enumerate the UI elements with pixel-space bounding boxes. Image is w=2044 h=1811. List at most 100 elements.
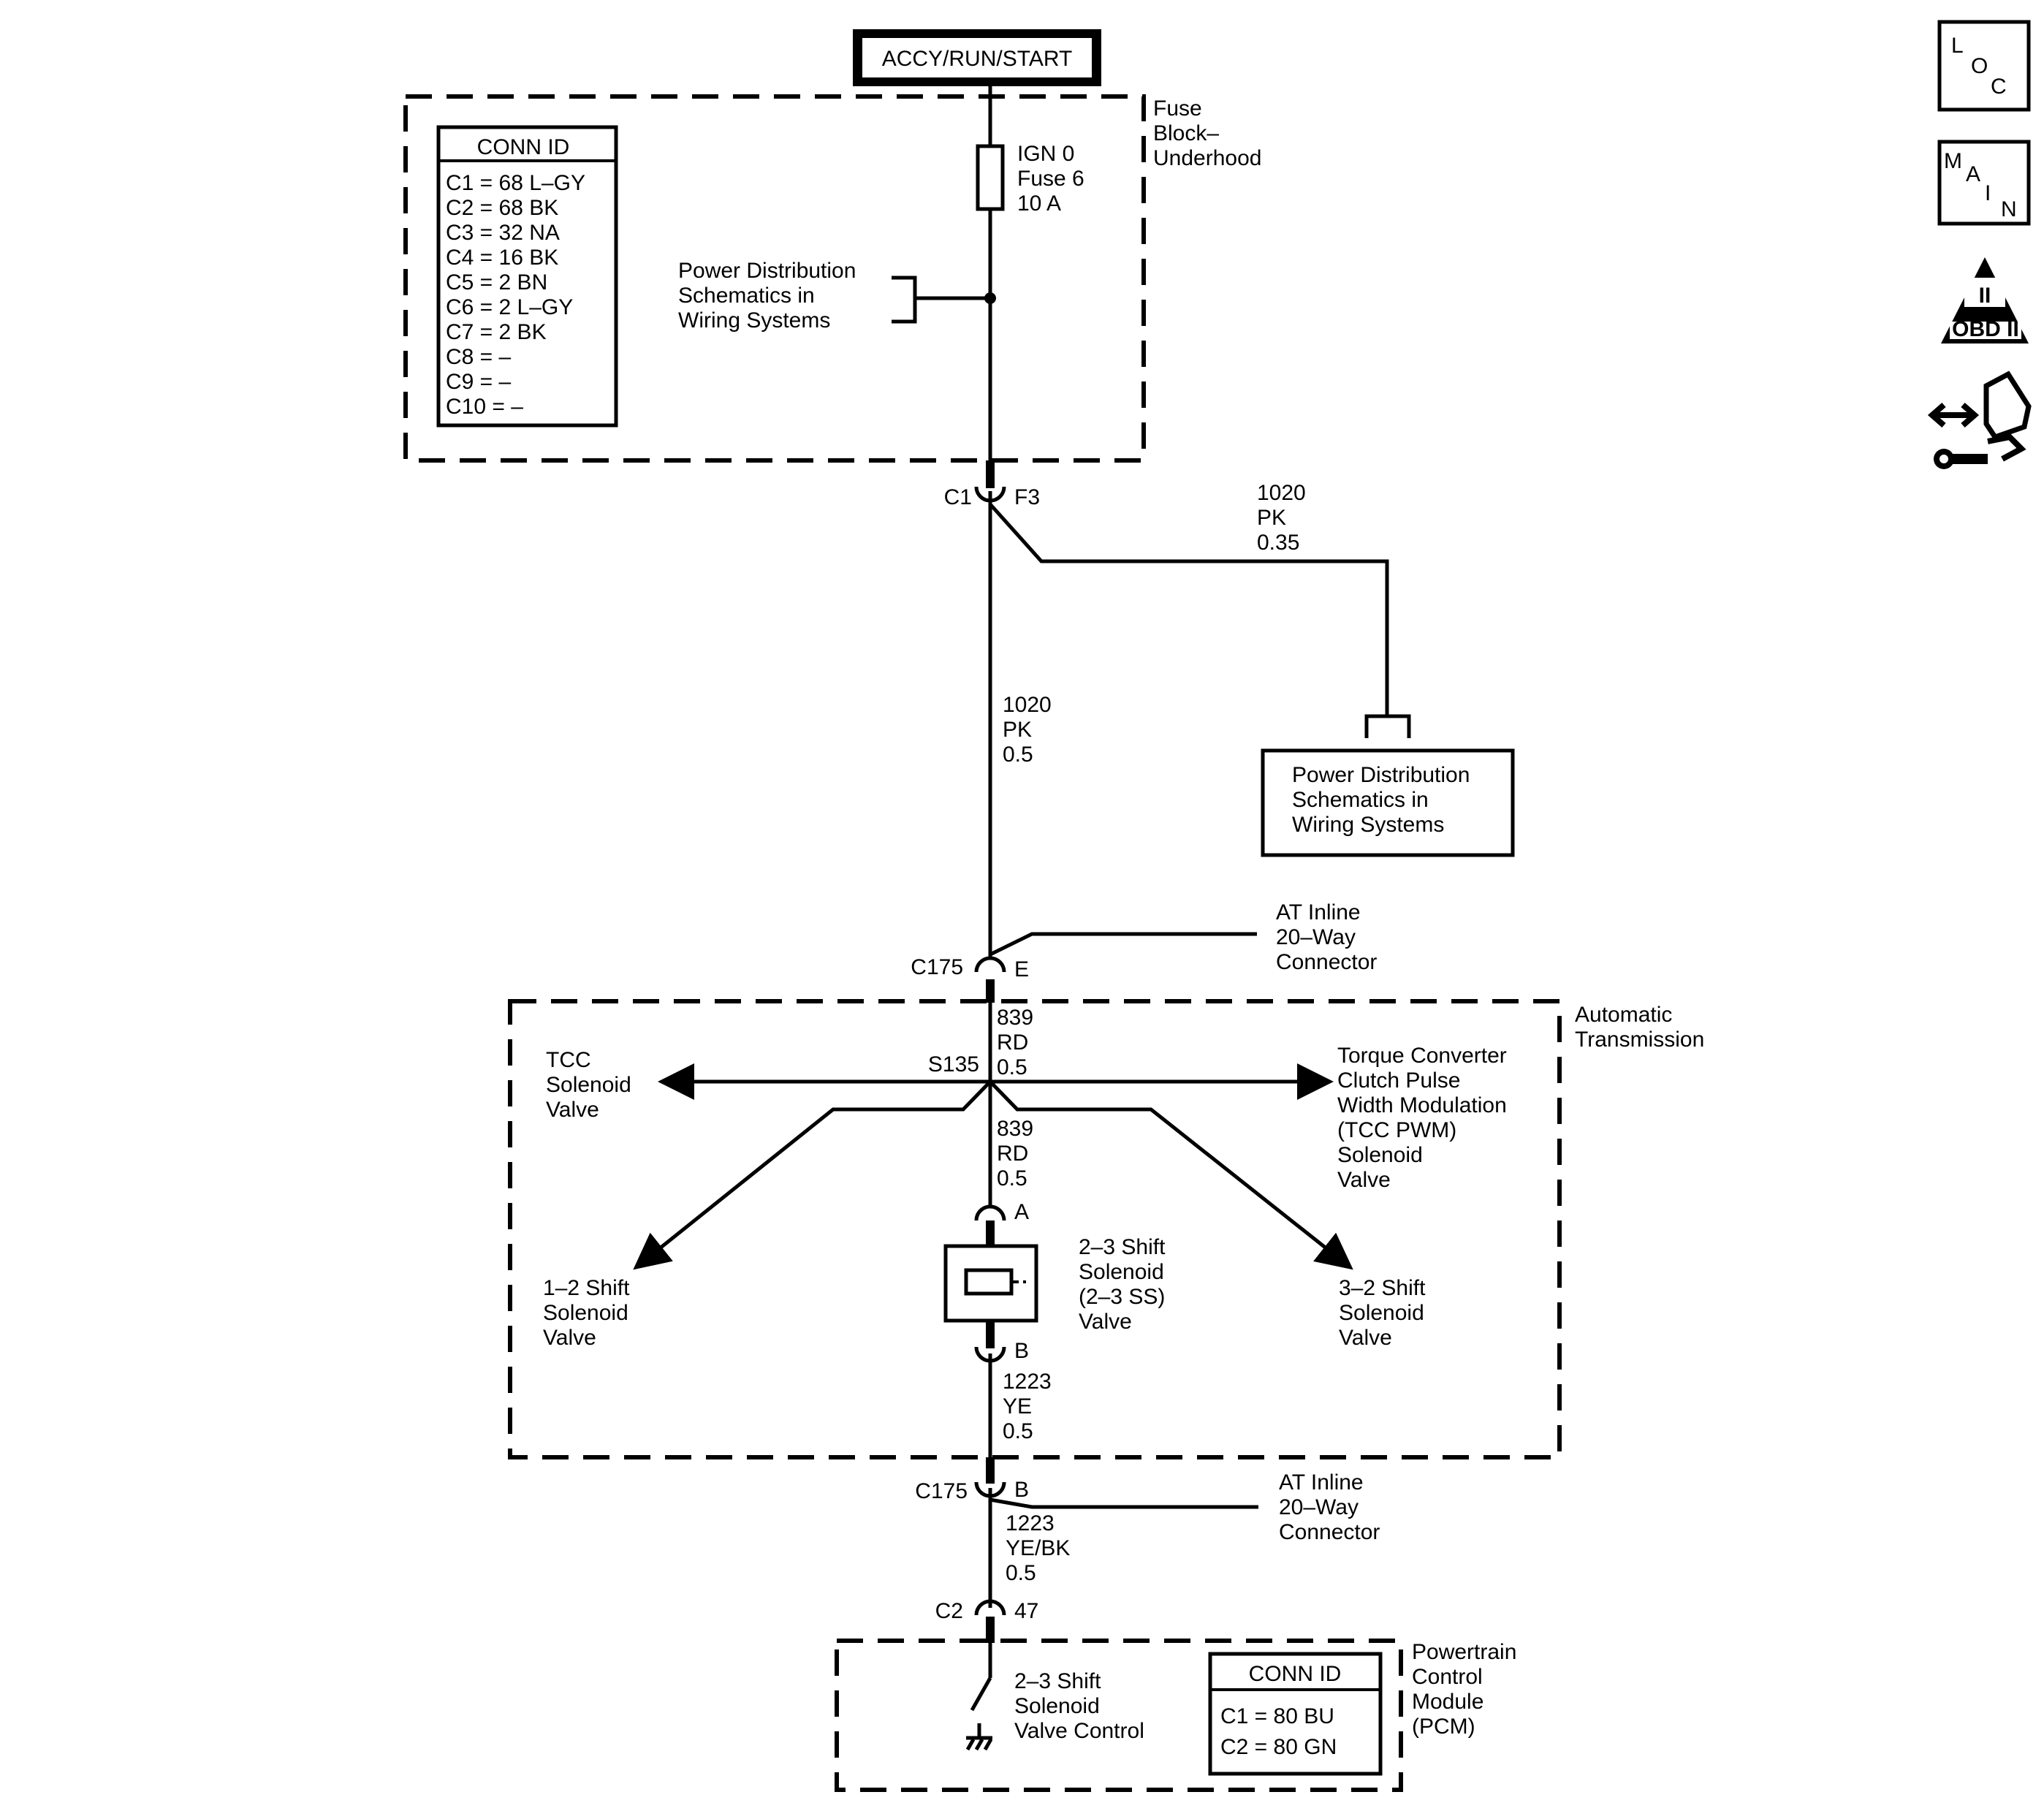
svg-text:Solenoid: Solenoid: [1079, 1260, 1164, 1284]
svg-text:Solenoid: Solenoid: [1339, 1301, 1424, 1325]
main-icon[interactable]: M A I N: [1937, 140, 2031, 226]
shift-32-label: 3–2 Shift Solenoid Valve: [1339, 1276, 1426, 1350]
svg-text:Automatic: Automatic: [1575, 1003, 1672, 1027]
svg-text:PK: PK: [1257, 506, 1286, 530]
automatic-transmission-name: Automatic Transmission: [1575, 1003, 1704, 1052]
at-inline-bottom-leader: [989, 1497, 1258, 1509]
svg-text:Solenoid: Solenoid: [1337, 1143, 1423, 1167]
svg-text:Valve: Valve: [546, 1098, 599, 1122]
svg-text:0.5: 0.5: [1003, 1419, 1033, 1443]
shift-12-arrow: [633, 1080, 992, 1270]
svg-text:0.5: 0.5: [997, 1055, 1027, 1079]
power-dist-connector: [1364, 714, 1411, 738]
wire-839-lower-label: 839 RD 0.5: [997, 1117, 1033, 1191]
pin-a-symbol: [974, 1204, 1006, 1221]
shift-23-label: 2–3 Shift Solenoid (2–3 SS) Valve: [1079, 1235, 1166, 1334]
svg-text:Torque Converter: Torque Converter: [1337, 1044, 1507, 1068]
svg-text:YE/BK: YE/BK: [1006, 1536, 1070, 1560]
svg-text:0.5: 0.5: [1006, 1561, 1036, 1585]
svg-text:10 A: 10 A: [1017, 191, 1061, 216]
svg-text:(TCC PWM): (TCC PWM): [1337, 1118, 1456, 1142]
pcm-name: Powertrain Control Module (PCM): [1412, 1640, 1516, 1739]
svg-text:Valve Control: Valve Control: [1014, 1719, 1144, 1743]
conn-id-row: C8 = –: [446, 345, 512, 369]
power-distribution-box: Power Distribution Schematics in Wiring …: [1261, 748, 1515, 857]
pcm-conn-id-row: C2 = 80 GN: [1220, 1735, 1337, 1759]
svg-text:M: M: [1944, 149, 1962, 173]
svg-text:20–Way: 20–Way: [1279, 1495, 1359, 1519]
svg-text:Block–: Block–: [1153, 121, 1219, 145]
obd-ii-icon[interactable]: II OBD II: [1941, 257, 2029, 343]
svg-text:1–2 Shift: 1–2 Shift: [543, 1276, 630, 1300]
connector-47-label: 47: [1014, 1599, 1038, 1623]
svg-text:(2–3 SS): (2–3 SS): [1079, 1285, 1165, 1309]
conn-id-row: C4 = 16 BK: [446, 246, 558, 270]
fuse-block-underhood-boundary: [403, 94, 1146, 463]
conn-id-row: C3 = 32 NA: [446, 221, 560, 245]
svg-text:Connector: Connector: [1279, 1520, 1380, 1544]
svg-text:Valve: Valve: [1079, 1310, 1132, 1334]
svg-text:Powertrain: Powertrain: [1412, 1640, 1516, 1664]
fuse-label: IGN 0 Fuse 6 10 A: [1017, 142, 1084, 216]
fuse-symbol: [976, 144, 1005, 211]
wire-1223-label: 1223 YE 0.5: [1003, 1370, 1052, 1443]
svg-text:Wiring Systems: Wiring Systems: [678, 308, 830, 333]
splice-s135-label: S135: [928, 1052, 979, 1077]
svg-text:Schematics in: Schematics in: [678, 284, 815, 308]
svg-text:Connector: Connector: [1276, 950, 1377, 974]
connector-c1-label: C1: [944, 485, 972, 509]
svg-text:Wiring Systems: Wiring Systems: [1292, 813, 1444, 837]
connector-repair-icon[interactable]: [1927, 371, 2032, 469]
svg-text:YE: YE: [1003, 1394, 1032, 1419]
pcm-conn-id-title: CONN ID: [1249, 1662, 1342, 1686]
svg-text:L: L: [1951, 34, 1964, 58]
svg-text:0.35: 0.35: [1257, 531, 1299, 555]
branch-wire-label: 1020 PK 0.35: [1257, 481, 1306, 555]
at-inline-top-label: AT Inline 20–Way Connector: [1276, 900, 1377, 974]
tcc-solenoid-label: TCC Solenoid Valve: [546, 1048, 631, 1122]
svg-text:N: N: [2001, 197, 2017, 221]
svg-text:RD: RD: [997, 1142, 1028, 1166]
branch-wire-1020: [989, 503, 1389, 716]
svg-text:PK: PK: [1003, 718, 1032, 742]
tcc-pwm-label: Torque Converter Clutch Pulse Width Modu…: [1337, 1044, 1507, 1192]
shift-32-arrow: [989, 1080, 1353, 1270]
svg-text:Fuse 6: Fuse 6: [1017, 167, 1084, 191]
fuse-block-conn-id-table: CONN ID C1 = 68 L–GY C2 = 68 BK C3 = 32 …: [436, 125, 618, 428]
pin-b-label: B: [1014, 1339, 1029, 1363]
svg-text:O: O: [1971, 54, 1988, 78]
svg-text:TCC: TCC: [546, 1048, 591, 1072]
pcm-control-label: 2–3 Shift Solenoid Valve Control: [1014, 1669, 1144, 1743]
svg-text:1223: 1223: [1006, 1511, 1055, 1535]
svg-text:AT Inline: AT Inline: [1279, 1470, 1364, 1495]
svg-text:Control: Control: [1412, 1665, 1483, 1689]
connector-c175-bottom-label: C175: [915, 1479, 968, 1503]
svg-text:Transmission: Transmission: [1575, 1028, 1704, 1052]
svg-text:1020: 1020: [1003, 693, 1052, 717]
pcm-boundary: [835, 1639, 1403, 1792]
svg-text:839: 839: [997, 1117, 1033, 1141]
pin-a-label: A: [1014, 1200, 1029, 1224]
svg-text:2–3 Shift: 2–3 Shift: [1079, 1235, 1166, 1259]
svg-text:Solenoid: Solenoid: [546, 1073, 631, 1097]
automatic-transmission-boundary: [508, 999, 1562, 1459]
svg-text:RD: RD: [997, 1030, 1028, 1055]
loc-icon[interactable]: L O C: [1937, 20, 2031, 112]
conn-id-title: CONN ID: [477, 135, 570, 159]
conn-id-row: C1 = 68 L–GY: [446, 171, 585, 195]
svg-text:Underhood: Underhood: [1153, 146, 1261, 170]
pcm-conn-id-row: C1 = 80 BU: [1220, 1704, 1334, 1728]
svg-text:3–2 Shift: 3–2 Shift: [1339, 1276, 1426, 1300]
connector-c175-top-label: C175: [911, 955, 963, 979]
svg-text:839: 839: [997, 1006, 1033, 1030]
connector-b-label: B: [1014, 1478, 1029, 1502]
conn-id-row: C6 = 2 L–GY: [446, 295, 573, 319]
shift-12-label: 1–2 Shift Solenoid Valve: [543, 1276, 630, 1350]
shift-23-solenoid-symbol: [943, 1244, 1038, 1323]
svg-text:IGN 0: IGN 0: [1017, 142, 1074, 166]
power-dist-bracket: [892, 276, 990, 324]
pcm-switch-to-ground: [965, 1643, 993, 1751]
svg-text:Power Distribution: Power Distribution: [678, 259, 856, 283]
at-inline-bottom-label: AT Inline 20–Way Connector: [1279, 1470, 1380, 1544]
